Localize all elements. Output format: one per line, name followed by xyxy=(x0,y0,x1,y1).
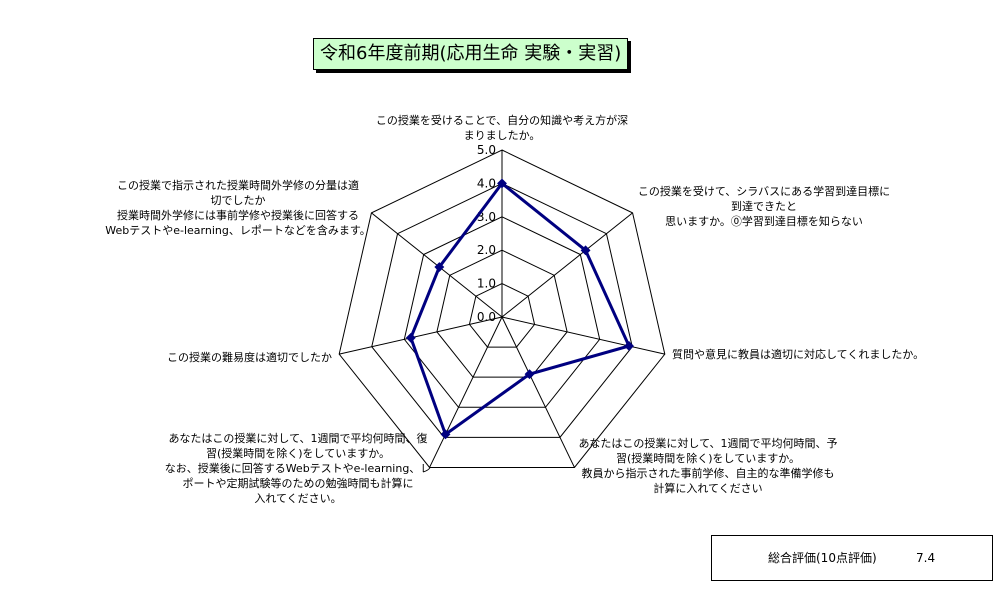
axis-spoke-1 xyxy=(501,212,633,318)
axis-label-line: 到達できたと xyxy=(731,200,797,213)
grid-ring-4 xyxy=(371,182,633,438)
axis-label-line: あなたはこの授業に対して、1週間で平均何時間、復 xyxy=(168,432,428,445)
data-point-0 xyxy=(497,178,507,189)
data-point-6 xyxy=(434,262,445,272)
series-line xyxy=(409,181,632,437)
radial-tick-labels: 0.0 1.0 2.0 3.0 4.0 5.0 xyxy=(477,143,496,324)
axis-label-4: あなたはこの授業に対して、1週間で平均何時間、復習(授業時間を除く)をしています… xyxy=(165,431,432,506)
tick-label: 2.0 xyxy=(477,243,496,257)
radar-grid xyxy=(338,149,666,468)
axis-label-line: 切でしたか xyxy=(210,194,266,207)
tick-label: 4.0 xyxy=(477,176,496,190)
tick-label: 1.0 xyxy=(477,277,496,291)
tick-label: 3.0 xyxy=(477,210,496,224)
axis-label-line: 計算に入れてください xyxy=(653,482,763,495)
data-point-5 xyxy=(405,332,416,343)
axis-label-line: まりましたか。 xyxy=(463,129,541,142)
axis-label-line: Webテストやe-learning、レポートなどを含みます。 xyxy=(105,224,371,237)
overall-score-value: 7.4 xyxy=(916,551,936,565)
grid-ring-1 xyxy=(468,283,536,348)
data-point-3 xyxy=(524,369,535,380)
axis-label-line: この授業を受けて、シラバスにある学習到達目標に xyxy=(637,185,891,198)
axis-label-line: 質問や意見に教員は適切に対応してくれましたか。 xyxy=(672,348,925,361)
tick-label: 0.0 xyxy=(477,310,496,324)
axis-label-line: この授業の難易度は適切でしたか xyxy=(167,351,332,364)
axis-label-line: 思いますか。⓪学習到達目標を知らない xyxy=(665,215,863,228)
axis-label-6: この授業で指示された授業時間外学修の分量は適切でしたか授業時間外学修には事前学修… xyxy=(105,178,371,238)
axis-label-line: あなたはこの授業に対して、1週間で平均何時間、予 xyxy=(578,437,838,450)
tick-label: 5.0 xyxy=(477,143,496,157)
data-point-2 xyxy=(624,341,634,351)
chart-title: 令和6年度前期(応用生命 実験・実習) xyxy=(313,38,629,70)
axis-spoke-4 xyxy=(429,316,503,468)
data-point-4 xyxy=(440,429,451,440)
axis-label-line: なお、授業後に回答するWebテストやe-learning、レ xyxy=(164,462,432,475)
axis-label-line: 習(授業時間を除く)をしていますか。 xyxy=(615,452,801,465)
data-point-1 xyxy=(580,245,591,256)
axis-label-line: この授業で指示された授業時間外学修の分量は適 xyxy=(117,179,359,192)
overall-score-label: 総合評価(10点評価) xyxy=(768,551,877,565)
axis-label-line: この授業を受けることで、自分の知識や考え方が深 xyxy=(375,114,629,127)
grid-ring-5 xyxy=(338,149,666,468)
axis-spoke-5 xyxy=(339,316,503,355)
axis-label-0: この授業を受けることで、自分の知識や考え方が深まりましたか。 xyxy=(376,113,628,143)
axis-label-line: 教員から指示された事前学修、自主的な準備学修も xyxy=(581,467,835,480)
axis-label-2: 質問や意見に教員は適切に対応してくれましたか。 xyxy=(672,347,924,362)
overall-score-box: 総合評価(10点評価) 7.4 xyxy=(711,535,993,581)
axis-label-line: 習(授業時間を除く)をしていますか。 xyxy=(205,447,391,460)
grid-ring-2 xyxy=(436,249,568,378)
grid-ring-3 xyxy=(403,216,601,408)
axis-label-line: ポートや定期試験等のための勉強時間も計算に xyxy=(182,477,414,490)
axis-label-line: 入れてください。 xyxy=(254,492,342,505)
axis-label-1: この授業を受けて、シラバスにある学習到達目標に到達できたと思いますか。⓪学習到達… xyxy=(638,184,890,229)
axis-label-3: あなたはこの授業に対して、1週間で平均何時間、予習(授業時間を除く)をしています… xyxy=(578,436,837,496)
axis-label-line: 授業時間外学修には事前学修や授業後に回答する xyxy=(117,209,359,222)
axis-spoke-3 xyxy=(501,316,575,468)
axis-label-5: この授業の難易度は適切でしたか xyxy=(167,350,332,365)
axis-spoke-2 xyxy=(501,316,665,355)
radar-series xyxy=(405,178,634,440)
